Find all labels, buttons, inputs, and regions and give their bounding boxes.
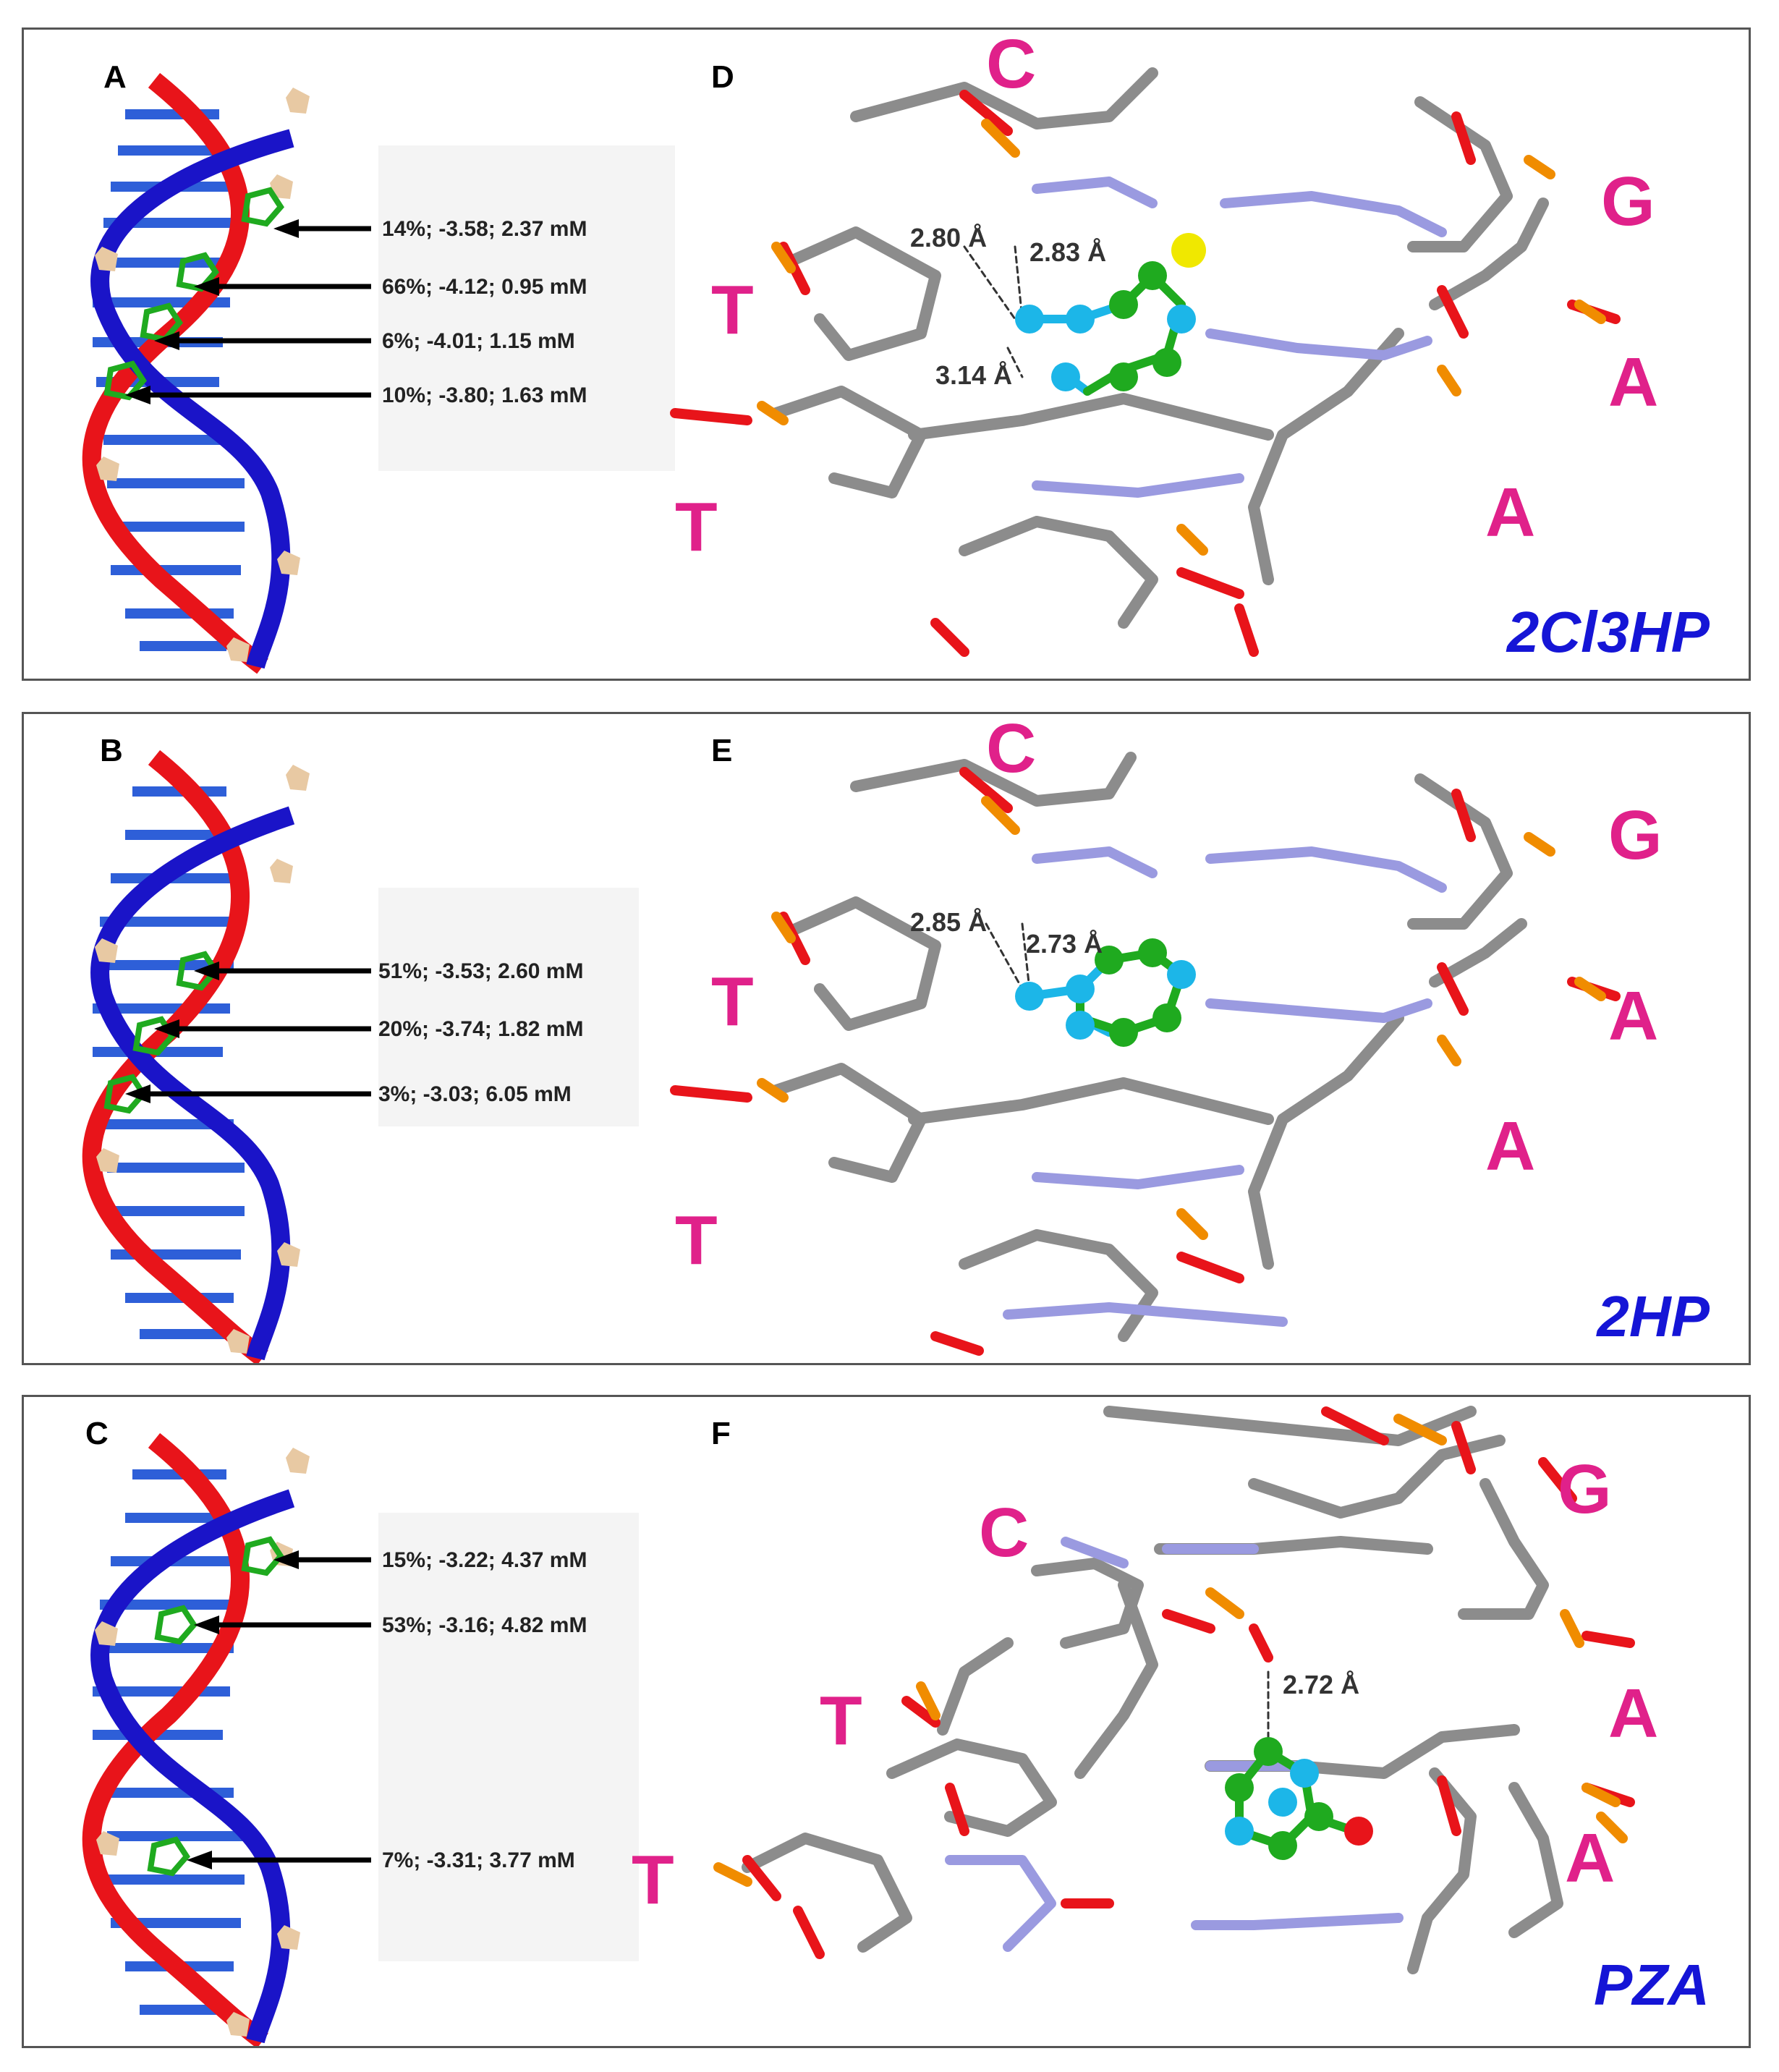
- binding-site-f: [713, 1406, 1635, 1974]
- distance-f-1: 2.72 Å: [1283, 1670, 1359, 1699]
- base-label-t-lower: T: [632, 1841, 674, 1919]
- annotation-arrows-c: [201, 1557, 371, 1863]
- arrowheads-b: [125, 961, 219, 1103]
- annotation-arrows-b: [140, 968, 371, 1097]
- sugar-rings: [95, 765, 310, 1354]
- annotation-b-1: 51%; -3.53; 2.60 mM: [378, 959, 583, 983]
- annotation-a-4: 10%; -3.80; 1.63 mM: [382, 383, 587, 407]
- ligand-atoms-f: [1225, 1737, 1373, 1860]
- ligand-poses: [147, 1536, 285, 1877]
- panel-letter-c: C: [85, 1416, 109, 1451]
- row-b-e-figure: B 51%; -3.53; 2.60 mM 20%; -3.74; 1.82 m…: [82, 714, 1710, 1363]
- panel-letter-a: A: [103, 59, 127, 95]
- arrowheads-c: [187, 1550, 299, 1869]
- base-label-g: G: [1608, 797, 1663, 874]
- annotation-b-2: 20%; -3.74; 1.82 mM: [378, 1017, 583, 1041]
- annotation-a-1: 14%; -3.58; 2.37 mM: [382, 217, 587, 241]
- distance-e-2: 2.73 Å: [1026, 929, 1103, 959]
- base-label-t-lower: T: [675, 488, 718, 566]
- base-label-g: G: [1601, 163, 1655, 240]
- compound-label-e: 2HP: [1595, 1284, 1710, 1349]
- annotation-backdrop: [378, 145, 675, 471]
- row-a-d-figure: A 14%; -3.58; 2.37 mM 66%; -4.12; 0.95 m…: [82, 30, 1710, 674]
- panel-letter-d: D: [711, 59, 734, 95]
- dna-helix-b: [82, 750, 639, 1363]
- blue-backbone-strand: [90, 129, 294, 669]
- panel-row-c-f: C 15%; -3.22; 4.37 mM 53%; -3.16; 4.82 m…: [22, 1395, 1751, 2048]
- annotation-arrows-a: [140, 226, 371, 398]
- base-label-t-upper: T: [820, 1682, 862, 1759]
- annotation-backdrop: [378, 1513, 639, 1961]
- annotation-b-3: 3%; -3.03; 6.05 mM: [378, 1082, 572, 1106]
- red-backbone-strand: [82, 72, 268, 674]
- annotation-c-2: 53%; -3.16; 4.82 mM: [382, 1613, 587, 1637]
- arrowheads-a: [125, 219, 299, 404]
- compound-label-f: PZA: [1594, 1953, 1710, 2017]
- base-label-a-low: A: [1485, 1108, 1535, 1185]
- base-label-a-low: A: [1565, 1820, 1615, 1897]
- base-label-a-low: A: [1485, 474, 1535, 551]
- base-label-t-upper: T: [711, 963, 754, 1040]
- blue-backbone-strand: [90, 806, 295, 1361]
- base-label-a-mid: A: [1608, 344, 1658, 421]
- distance-d-2: 2.83 Å: [1029, 237, 1106, 267]
- ligand-poses: [103, 187, 285, 401]
- base-label-c: C: [986, 714, 1036, 787]
- panel-letter-e: E: [711, 733, 732, 768]
- annotation-a-3: 6%; -4.01; 1.15 mM: [382, 329, 575, 353]
- chlorine-atom: [1171, 233, 1206, 268]
- panel-row-a-d: A 14%; -3.58; 2.37 mM 66%; -4.12; 0.95 m…: [22, 27, 1751, 681]
- binding-site-e: [670, 752, 1621, 1356]
- ligand-atoms-d: [1015, 233, 1206, 391]
- annotation-c-3: 7%; -3.31; 3.77 mM: [382, 1848, 575, 1872]
- dna-helix-c: [82, 1432, 639, 2046]
- base-label-c: C: [986, 30, 1036, 103]
- panel-letter-f: F: [711, 1416, 731, 1451]
- base-label-g: G: [1558, 1451, 1612, 1528]
- panel-letter-b: B: [100, 733, 123, 768]
- distance-d-3: 3.14 Å: [935, 360, 1012, 390]
- ligand-poses: [103, 951, 220, 1114]
- base-label-t-lower: T: [675, 1202, 718, 1279]
- base-label-t-upper: T: [711, 271, 754, 349]
- distance-e-1: 2.85 Å: [910, 907, 987, 937]
- base-label-a-mid: A: [1608, 1675, 1658, 1752]
- dna-helix-a: [82, 72, 675, 674]
- compound-label-d: 2Cl3HP: [1506, 600, 1710, 664]
- row-c-f-figure: C 15%; -3.22; 4.37 mM 53%; -3.16; 4.82 m…: [82, 1406, 1710, 2046]
- sugar-rings: [95, 88, 310, 662]
- annotation-c-1: 15%; -3.22; 4.37 mM: [382, 1548, 587, 1572]
- red-backbone-strand: [82, 750, 268, 1363]
- base-label-c: C: [979, 1494, 1029, 1571]
- base-label-a-mid: A: [1608, 977, 1658, 1055]
- distance-d-1: 2.80 Å: [910, 223, 987, 252]
- binding-site-d: [670, 67, 1621, 657]
- annotation-a-2: 66%; -4.12; 0.95 mM: [382, 275, 587, 299]
- annotation-backdrop: [378, 888, 639, 1126]
- red-backbone-strand: [82, 1432, 268, 2046]
- ligand-atoms-e: [1015, 938, 1196, 1047]
- blue-backbone-strand: [90, 1489, 295, 2044]
- panel-row-b-e: B 51%; -3.53; 2.60 mM 20%; -3.74; 1.82 m…: [22, 712, 1751, 1365]
